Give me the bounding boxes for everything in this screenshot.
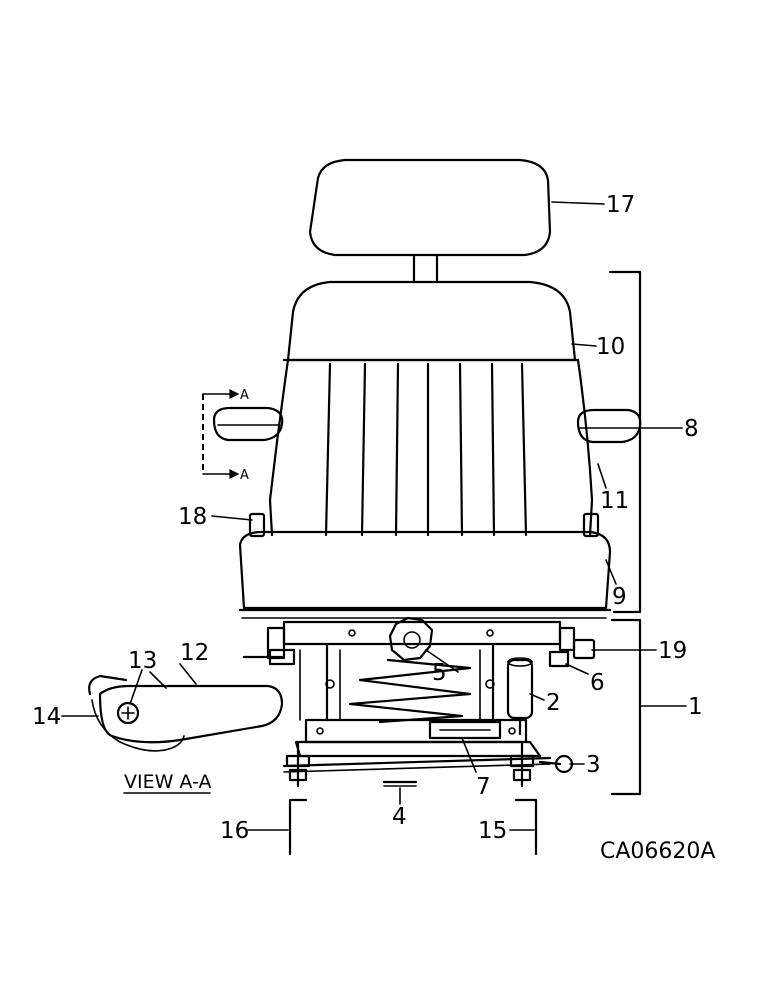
spacer-part: [382, 780, 418, 787]
weight-adjust-knob: [388, 616, 434, 662]
mount-bracket-left: [288, 798, 308, 856]
suspension-spring: [348, 658, 472, 724]
callout-13: 13: [128, 648, 157, 674]
mount-stud-right: [509, 742, 535, 788]
armrest-left: [212, 406, 284, 442]
callout-17: 17: [606, 192, 635, 218]
callout-15: 15: [478, 818, 507, 844]
bracket-assembly-8: [608, 270, 642, 614]
callout-11: 11: [600, 488, 629, 514]
section-marker-top: A: [240, 388, 249, 403]
bracket-assembly-1: [610, 618, 642, 796]
callout-19: 19: [658, 638, 687, 664]
callout-4: 4: [392, 804, 407, 830]
callout-12: 12: [180, 640, 209, 666]
headrest: [308, 158, 552, 284]
drawing-code: CA06620A: [600, 839, 715, 864]
mount-bracket-right: [514, 798, 538, 856]
callout-9: 9: [612, 584, 627, 610]
callout-1: 1: [688, 694, 703, 720]
shock-absorber: [506, 657, 534, 736]
height-adjust-knob: [572, 638, 596, 660]
callout-5: 5: [432, 660, 447, 686]
callout-18: 18: [178, 504, 207, 530]
suspension-upper-plate: [242, 620, 576, 666]
suspension-lower-plate: [304, 718, 528, 744]
pivot-post-right: [582, 512, 600, 538]
seat-cushion: [238, 530, 612, 619]
pivot-post-left: [248, 512, 266, 538]
backrest: [268, 280, 594, 537]
callout-8: 8: [684, 416, 699, 442]
callout-2: 2: [546, 690, 561, 716]
mount-stud-left: [285, 742, 311, 788]
section-marker-bottom: A: [240, 468, 249, 483]
callout-6: 6: [590, 670, 605, 696]
callout-16: 16: [220, 818, 249, 844]
section-marker: A A: [202, 388, 249, 483]
view-caption: VIEW A-A: [124, 771, 211, 793]
callout-3: 3: [586, 752, 601, 778]
armrest-detail-view: [88, 674, 284, 752]
callout-7: 7: [476, 774, 491, 800]
callout-10: 10: [596, 334, 625, 360]
callout-14: 14: [32, 704, 61, 730]
latch-bracket: [548, 650, 570, 668]
